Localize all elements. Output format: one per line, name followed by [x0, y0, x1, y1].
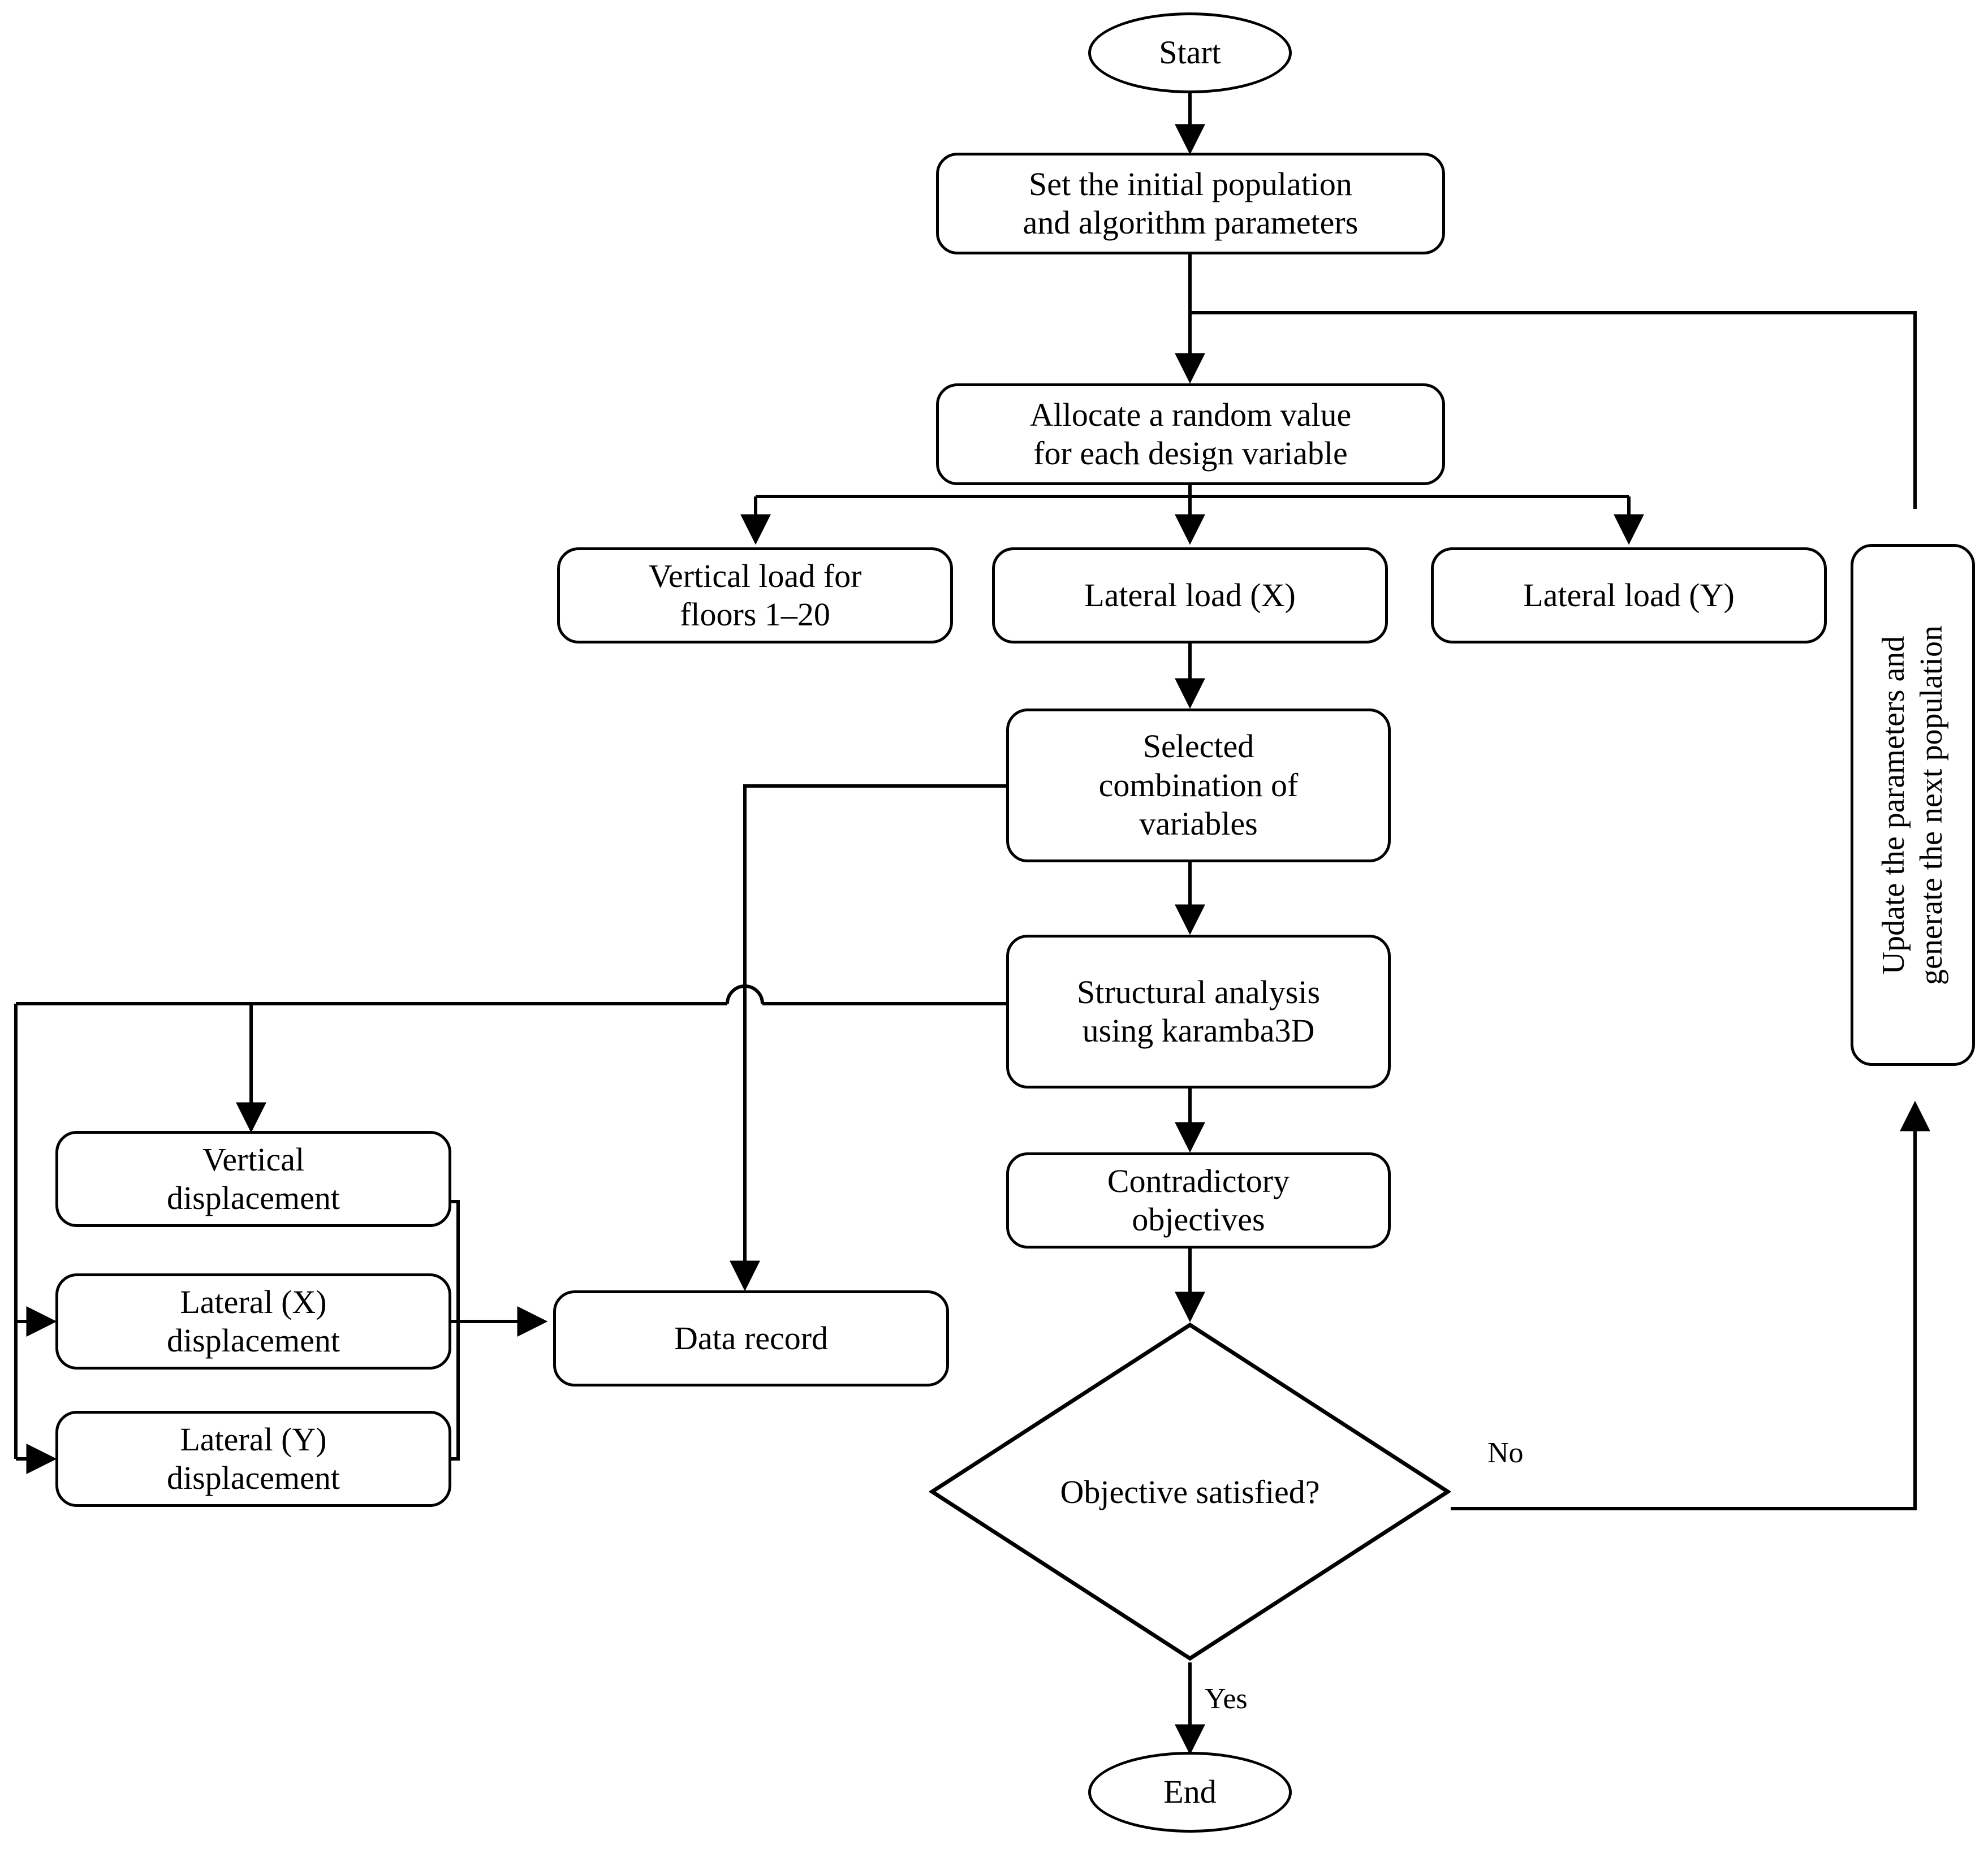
- edge-structural-line-hop: [726, 984, 764, 1004]
- edge-decision-no-to-update: [1451, 1100, 1930, 1510]
- node-vertical-load[interactable]: Vertical load for floors 1–20: [557, 547, 953, 643]
- node-lateral-x-displacement[interactable]: Lateral (X) displacement: [55, 1273, 451, 1370]
- node-lateral-x-displacement-label: Lateral (X) displacement: [166, 1283, 340, 1359]
- node-set-initial-population-label: Set the initial population and algorithm…: [1023, 165, 1359, 241]
- node-vertical-displacement-label: Vertical displacement: [166, 1141, 340, 1216]
- node-allocate-random-value-label: Allocate a random value for each design …: [1029, 396, 1352, 472]
- node-update-parameters-label: Update the parameters and generate the n…: [1875, 625, 1949, 985]
- node-start[interactable]: Start: [1088, 12, 1292, 93]
- node-vertical-displacement[interactable]: Vertical displacement: [55, 1131, 451, 1227]
- node-update-parameters[interactable]: Update the parameters and generate the n…: [1851, 544, 1975, 1066]
- node-lateral-load-y-label: Lateral load (Y): [1523, 576, 1735, 614]
- edge-vertical-disp-merge: [451, 1200, 460, 1321]
- node-selected-combination[interactable]: Selected combination of variables: [1006, 709, 1391, 862]
- node-lateral-y-displacement[interactable]: Lateral (Y) displacement: [55, 1411, 451, 1507]
- node-structural-analysis[interactable]: Structural analysis using karamba3D: [1006, 935, 1391, 1089]
- node-lateral-load-x[interactable]: Lateral load (X): [992, 547, 1388, 643]
- edge-selected-to-data-record: [730, 784, 1006, 1292]
- node-contradictory-objectives-label: Contradictory objectives: [1107, 1162, 1290, 1238]
- node-start-label: Start: [1159, 34, 1221, 71]
- edge-label-no: No: [1487, 1436, 1524, 1470]
- edge-label-yes: Yes: [1205, 1682, 1248, 1716]
- edge-label-yes-text: Yes: [1205, 1683, 1248, 1715]
- node-data-record-label: Data record: [674, 1319, 829, 1357]
- edge-set-initial-to-update-box: [1190, 311, 1917, 509]
- node-end-label: End: [1163, 1773, 1217, 1811]
- node-objective-satisfied-label: Objective satisfied?: [1060, 1473, 1320, 1510]
- node-vertical-load-label: Vertical load for floors 1–20: [648, 557, 862, 633]
- node-set-initial-population[interactable]: Set the initial population and algorithm…: [936, 153, 1445, 254]
- edge-label-no-text: No: [1487, 1437, 1524, 1469]
- edge-lateral-y-disp-merge: [451, 1321, 460, 1461]
- node-objective-satisfied[interactable]: Objective satisfied?: [929, 1322, 1451, 1661]
- node-allocate-random-value[interactable]: Allocate a random value for each design …: [936, 383, 1445, 485]
- node-contradictory-objectives[interactable]: Contradictory objectives: [1006, 1152, 1391, 1249]
- node-lateral-load-y[interactable]: Lateral load (Y): [1431, 547, 1827, 643]
- node-data-record[interactable]: Data record: [553, 1290, 949, 1386]
- node-structural-analysis-label: Structural analysis using karamba3D: [1076, 973, 1321, 1049]
- node-end[interactable]: End: [1088, 1752, 1292, 1833]
- diamond-shape: [929, 1322, 1451, 1661]
- node-lateral-load-x-label: Lateral load (X): [1084, 576, 1296, 614]
- node-selected-combination-label: Selected combination of variables: [1098, 728, 1299, 843]
- node-lateral-y-displacement-label: Lateral (Y) displacement: [166, 1420, 340, 1496]
